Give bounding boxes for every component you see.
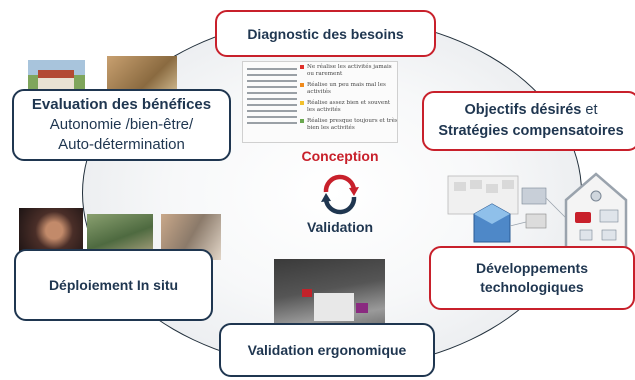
legend-text: Réalise presque toujours et très bien le… [307, 118, 398, 131]
evaluation-line-3: Auto-détermination [58, 136, 185, 153]
evaluation-title: Evaluation des bénéfices [31, 96, 212, 113]
development-line-1: Développements [475, 260, 589, 276]
evaluation-box: Evaluation des bénéfices Autonomie /bien… [12, 89, 231, 161]
conception-label: Conception [301, 148, 379, 164]
legend: Ne réalise les activités jamais ou rarem… [300, 64, 398, 136]
legend-text: Réalise assez bien et souvent les activi… [307, 100, 391, 113]
legend-swatch [300, 119, 304, 123]
legend-text: Réalise un peu mais mal les activités [307, 82, 386, 95]
diagnostic-label: Diagnostic des besoins [247, 25, 404, 42]
deployment-photo-1 [19, 208, 83, 253]
objectives-box: Objectifs désirés et Stratégies compensa… [422, 91, 635, 151]
legend-swatch [300, 65, 304, 69]
legend-item: Réalise assez bien et souvent les activi… [300, 100, 397, 113]
cycle-arrows-icon [321, 174, 359, 215]
strategies-label: Stratégies compensatoires [438, 123, 624, 139]
legend-swatch [300, 83, 304, 87]
development-box: Développements technologiques [429, 246, 635, 310]
evaluation-line-2: Autonomie /bien-être/ [49, 116, 194, 133]
legend-item: Réalise un peu mais mal les activités [300, 82, 397, 95]
scanned-text-lines [247, 68, 297, 128]
validation-label: Validation [306, 219, 374, 235]
diagnostic-box: Diagnostic des besoins [215, 10, 436, 57]
ergonomic-validation-box: Validation ergonomique [219, 323, 435, 377]
legend-item: Réalise presque toujours et très bien le… [300, 118, 398, 131]
deployment-box: Déploiement In situ [14, 249, 213, 321]
deployment-label: Déploiement In situ [48, 277, 179, 293]
objectives-label: Objectifs désirés [464, 102, 582, 118]
technology-illustration [447, 172, 628, 254]
questionnaire-document: Ne réalise les activités jamais ou rarem… [242, 61, 398, 143]
legend-item: Ne réalise les activités jamais ou rarem… [300, 64, 397, 77]
objectives-conjunction: et [581, 102, 598, 118]
legend-text: Ne réalise les activités jamais ou rarem… [307, 64, 392, 77]
development-line-2: technologiques [480, 279, 584, 295]
ergonomic-validation-label: Validation ergonomique [247, 342, 407, 358]
legend-swatch [300, 101, 304, 105]
